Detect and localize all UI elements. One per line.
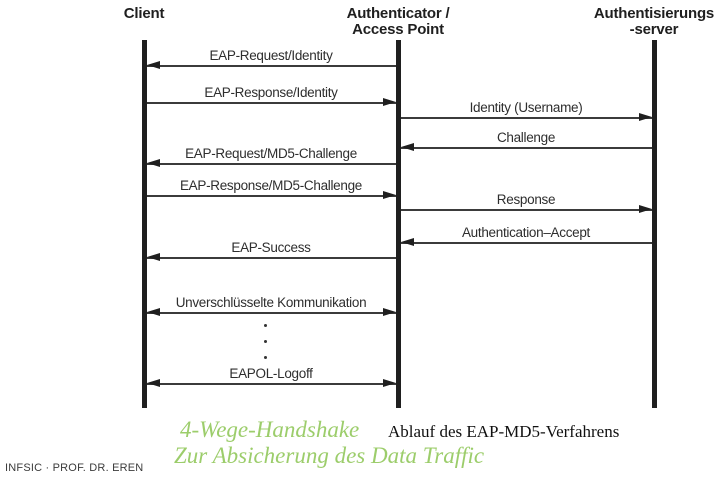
actor-label-server: Authentisierungs-server <box>564 6 721 38</box>
actor-label-line: -server <box>629 21 679 38</box>
message-label: EAP-Response/Identity <box>204 85 338 100</box>
diagram-caption: Ablauf des EAP-MD5-Verfahrens <box>388 422 620 441</box>
lifeline-authenticator <box>395 40 401 408</box>
message-label: EAP-Response/MD5-Challenge <box>179 178 363 193</box>
arrowhead-left-icon <box>146 61 160 69</box>
arrowhead-right-icon <box>638 113 652 121</box>
handshake-note-line2: Zur Absicherung des Data Traffic <box>174 443 485 468</box>
message-line <box>146 163 396 165</box>
ellipsis-dot <box>263 356 267 359</box>
message-line <box>146 257 396 259</box>
message-line <box>146 102 396 104</box>
arrowhead-left-icon <box>146 308 160 316</box>
actor-label-line: Authentisierungs <box>593 5 715 22</box>
message-label: Challenge <box>496 130 556 145</box>
actor-label-line: Authenticator / <box>346 5 450 22</box>
message-line <box>400 147 652 149</box>
message-line <box>400 209 652 211</box>
actor-label-client: Client <box>54 6 234 22</box>
message-line <box>400 117 652 119</box>
arrowhead-right-icon <box>382 191 396 199</box>
message-label: Response <box>496 192 556 207</box>
message-label: EAP-Request/Identity <box>209 48 333 63</box>
lifeline-client <box>141 40 147 408</box>
message-line <box>400 242 652 244</box>
arrowhead-left-icon <box>146 253 160 261</box>
arrowhead-left-icon <box>146 379 160 387</box>
message-label: Authentication–Accept <box>461 225 591 240</box>
actor-label-line: Access Point <box>352 21 444 38</box>
message-line <box>146 383 396 385</box>
actor-label-line: Client <box>123 5 165 22</box>
message-label: EAP-Success <box>231 240 311 255</box>
ellipsis-dot <box>263 340 267 343</box>
ellipsis-dot <box>263 324 267 327</box>
arrowhead-right-icon <box>638 205 652 213</box>
arrowhead-right-icon <box>382 98 396 106</box>
actor-label-authenticator: Authenticator /Access Point <box>308 6 488 38</box>
arrowhead-left-icon <box>146 159 160 167</box>
message-line <box>146 195 396 197</box>
arrowhead-left-icon <box>400 143 414 151</box>
lifeline-server <box>651 40 657 408</box>
message-label: EAP-Request/MD5-Challenge <box>185 146 357 161</box>
message-label: EAPOL-Logoff <box>229 366 313 381</box>
message-line <box>146 312 396 314</box>
handshake-note-line1: 4-Wege-Handshake <box>180 417 360 442</box>
message-label: Unverschlüsselte Kommunikation <box>175 295 367 310</box>
arrowhead-right-icon <box>382 379 396 387</box>
arrowhead-left-icon <box>400 238 414 246</box>
message-label: Identity (Username) <box>469 100 583 115</box>
message-line <box>146 65 396 67</box>
arrowhead-right-icon <box>382 308 396 316</box>
footer-credit: INFSIC · PROF. DR. EREN <box>5 462 144 474</box>
